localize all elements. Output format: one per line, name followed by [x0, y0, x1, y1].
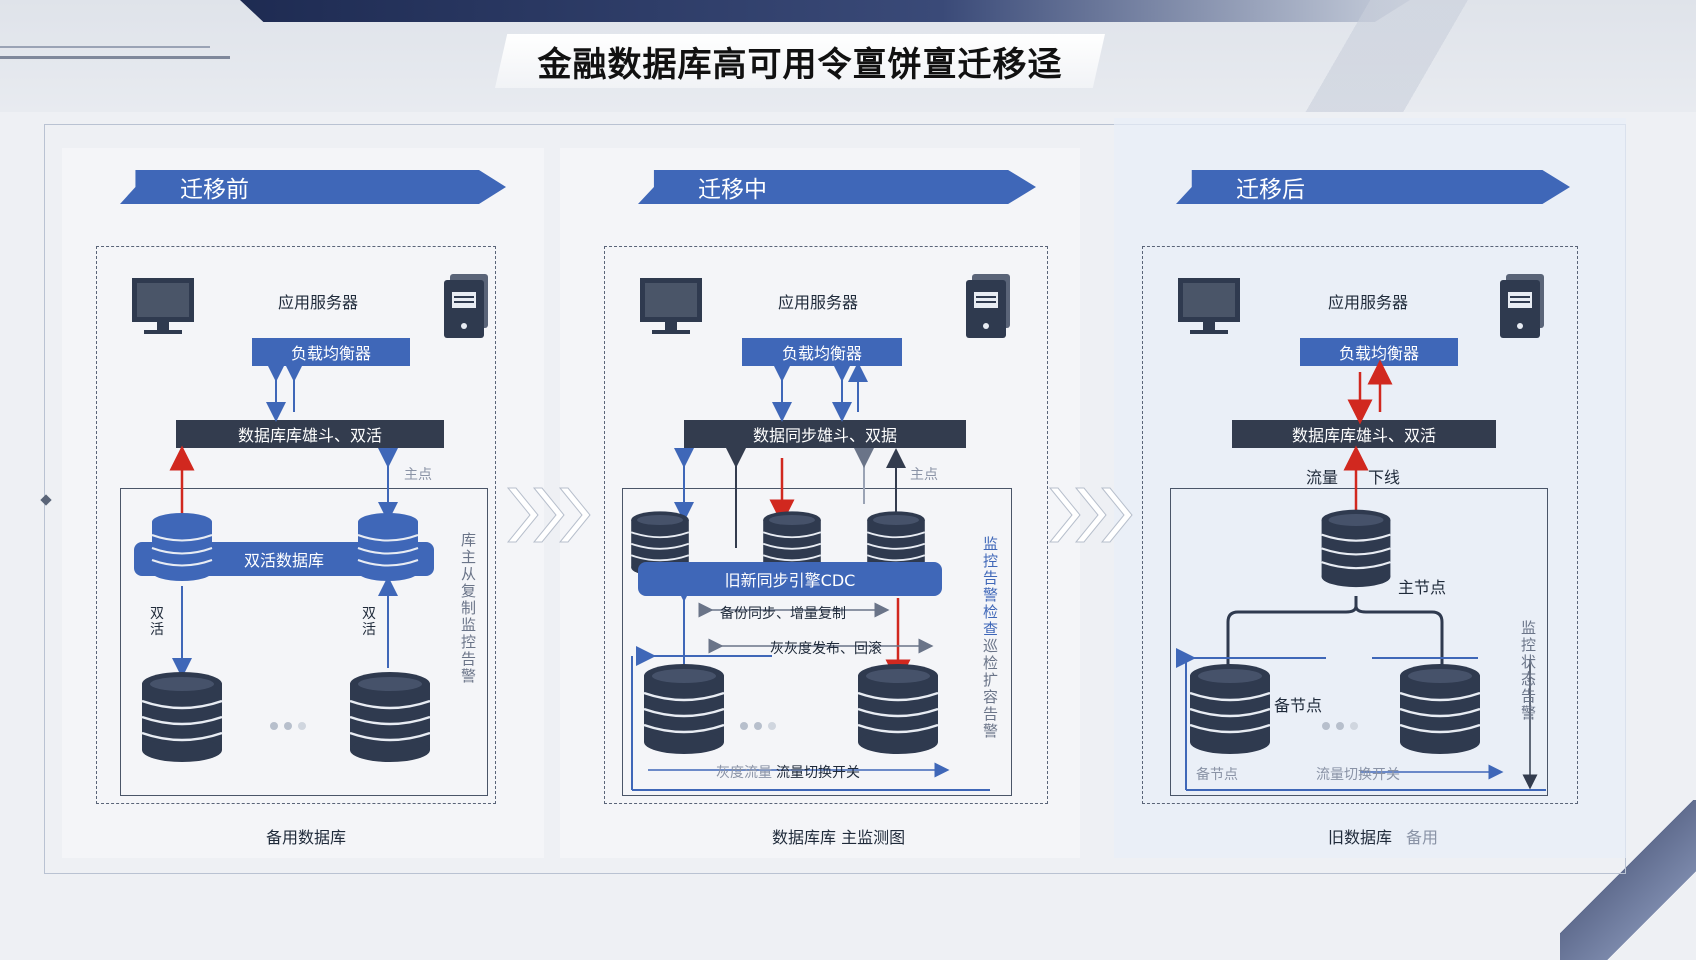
standby-bottom-label: 备节点: [1196, 767, 1238, 783]
offline-label: 下线: [1368, 468, 1401, 487]
ellipsis-icon: [740, 722, 776, 730]
vertical-note: 监控状态告警: [1519, 620, 1537, 722]
sync-engine-pill: 旧新同步引擎CDC: [638, 562, 942, 596]
master-label: 主点: [404, 467, 432, 483]
cluster-box: [1170, 488, 1548, 796]
gray-release-label: 灰灰度发布、回滚: [770, 641, 882, 657]
next-arrow: [506, 487, 591, 543]
vertical-note: 监控告警检查: [981, 536, 999, 638]
traffic-label: 流量: [1306, 468, 1339, 487]
right-link-label: 双活: [362, 606, 376, 638]
ribbon-after: 迁移后: [1176, 170, 1570, 204]
left-link-label: 双活: [150, 606, 164, 638]
database-icon: [1398, 662, 1482, 756]
app-server-label: 应用服务器: [1328, 293, 1409, 312]
load-balancer: 负载均衡器: [742, 338, 902, 366]
stage-before-frame: [96, 246, 496, 804]
master-label: 主点: [910, 467, 938, 483]
standby-node-label: 备节点: [1274, 696, 1323, 715]
data-sync-bar: 数据同步雄斗、双据: [684, 420, 966, 448]
sync-label: 备份同步、增量复制: [720, 606, 846, 622]
caption-after-faint: 备用: [1406, 828, 1439, 847]
db-access-bar: 数据库库雄斗、双活: [1232, 420, 1496, 448]
app-server-label: 应用服务器: [278, 293, 359, 312]
load-balancer: 负载均衡器: [252, 338, 410, 366]
deco-line: [0, 56, 230, 59]
app-server-label: 应用服务器: [778, 293, 859, 312]
cluster-box: [120, 488, 488, 796]
switch-label: 流量切换开关: [776, 765, 860, 781]
stage-during-frame: [604, 246, 1048, 804]
db-access-bar: 数据库库雄斗、双活: [176, 420, 444, 448]
caption-before: 备用数据库: [266, 828, 347, 847]
vertical-note: 巡检扩容告警: [981, 638, 999, 740]
ellipsis-icon: [1322, 722, 1358, 730]
ribbon-during: 迁移中: [638, 170, 1036, 204]
caption-during: 数据库库 主监测图: [772, 828, 906, 847]
vertical-note: 库主从复制监控告警: [459, 532, 477, 685]
database-icon: [1188, 662, 1272, 756]
deco-shape: [1110, 0, 1696, 112]
stage-after-frame: [1142, 246, 1578, 804]
ellipsis-icon: [270, 722, 306, 730]
next-arrow: [1048, 487, 1133, 543]
deco-line: [0, 46, 210, 48]
page-title: 金融数据库高可用令亶饼亶迁移迳: [495, 34, 1105, 88]
cluster-box: [622, 488, 1012, 796]
ribbon-before: 迁移前: [120, 170, 506, 204]
switch-label: 流量切换开关: [1316, 767, 1400, 783]
master-node-label: 主节点: [1398, 578, 1447, 597]
gray-traffic-label: 灰度流量: [716, 765, 772, 781]
caption-after: 旧数据库: [1328, 828, 1393, 847]
